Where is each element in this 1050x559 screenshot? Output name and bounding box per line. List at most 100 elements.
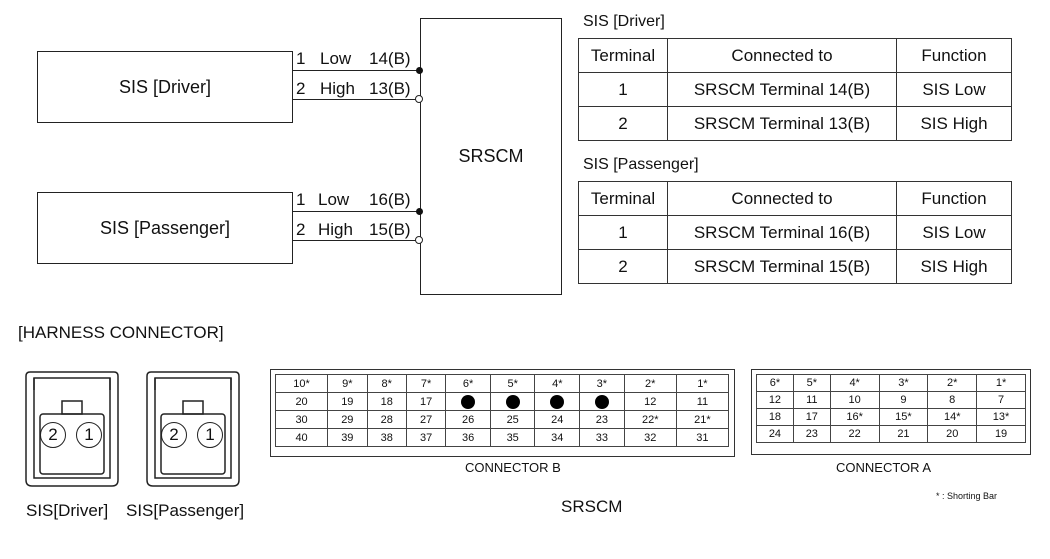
- connector-pin: 2*: [927, 374, 978, 392]
- driver-wire-1-signal: Low: [320, 49, 352, 68]
- cell-connected-to: SRSCM Terminal 15(B): [667, 249, 897, 284]
- connector-pin: 3*: [878, 374, 929, 392]
- table-row: 2 SRSCM Terminal 15(B) SIS High: [578, 249, 1012, 284]
- connector-pin: 11: [792, 391, 831, 409]
- sis-passenger-pin-1: 1: [197, 422, 223, 448]
- connector-pin: 9: [878, 391, 929, 409]
- table-row: 1 SRSCM Terminal 14(B) SIS Low: [578, 72, 1012, 107]
- connector-pin: 7*: [405, 374, 447, 393]
- sis-passenger-pin-2: 2: [161, 422, 187, 448]
- sis-passenger-connector: [146, 371, 240, 487]
- sis-driver-box-label: SIS [Driver]: [118, 76, 211, 97]
- cell-terminal: 1: [578, 72, 668, 107]
- connector-pin: 13*: [976, 408, 1026, 426]
- sis-passenger-box-label: SIS [Passenger]: [99, 217, 231, 238]
- srscm-module-box: SRSCM: [420, 18, 562, 295]
- driver-wire-2: [293, 99, 420, 100]
- connector-pin: 40: [274, 428, 329, 447]
- connector-b-label: CONNECTOR B: [465, 460, 561, 475]
- connector-pin: 19: [327, 392, 368, 411]
- driver-wire-2-signal: High: [320, 79, 355, 98]
- connector-pin: 12: [756, 391, 794, 409]
- connector-pin: 35: [489, 428, 536, 447]
- connector-pin-row: 10*9*8*7*6*5*4*3*2*1*: [274, 374, 730, 393]
- connector-b-frame: [270, 369, 735, 457]
- connector-pin: 18: [756, 408, 794, 426]
- connector-pin: 23: [792, 425, 831, 443]
- connector-pin: 21: [878, 425, 929, 443]
- harness-heading: [HARNESS CONNECTOR]: [18, 323, 224, 342]
- driver-wire-1-num: 1: [296, 49, 306, 68]
- pin-dot-icon: [461, 394, 476, 409]
- driver-wire-2-num: 2: [296, 79, 306, 98]
- connector-pin: 8: [927, 391, 978, 409]
- sis-passenger-box: SIS [Passenger]: [37, 192, 293, 264]
- header-terminal: Terminal: [578, 181, 668, 216]
- passenger-wire-1-terminal: 16(B): [369, 190, 411, 209]
- passenger-wire-1-junction: [416, 208, 423, 215]
- pin-dot-icon: [505, 394, 520, 409]
- sis-driver-connector-label: SIS[Driver]: [26, 501, 109, 520]
- connector-pin: 22*: [623, 410, 677, 429]
- cell-terminal: 1: [578, 215, 668, 250]
- passenger-table-title: SIS [Passenger]: [583, 156, 699, 173]
- connector-pin: 15*: [878, 408, 929, 426]
- table-header-row: Terminal Connected to Function: [578, 38, 1012, 73]
- cell-function: SIS Low: [896, 215, 1012, 250]
- pin-label: 2: [48, 425, 58, 444]
- connector-pin: 8*: [366, 374, 407, 393]
- passenger-wire-2-junction: [415, 236, 423, 244]
- pin-label: 1: [84, 425, 94, 444]
- connector-pin: 5*: [792, 374, 831, 392]
- connector-pin: 30: [274, 410, 329, 429]
- connector-pin: 14*: [927, 408, 978, 426]
- connector-pin: 6*: [445, 374, 491, 393]
- driver-terminal-table: Terminal Connected to Function 1 SRSCM T…: [578, 38, 1012, 141]
- connector-pin: 2*: [623, 374, 677, 393]
- connector-pin: 1*: [976, 374, 1026, 392]
- connector-pin: 26: [445, 410, 491, 429]
- connector-pin: 25: [489, 410, 536, 429]
- passenger-terminal-table: Terminal Connected to Function 1 SRSCM T…: [578, 181, 1012, 284]
- srscm-connector-label: SRSCM: [561, 497, 623, 516]
- connector-pin: 38: [366, 428, 407, 447]
- connector-pin: 4*: [534, 374, 581, 393]
- connector-pin: 21*: [675, 410, 730, 429]
- occupied-pin-marker: [489, 392, 536, 411]
- passenger-wire-1: [293, 211, 420, 212]
- connector-pin: 31: [675, 428, 730, 447]
- connector-pin: 10*: [274, 374, 329, 393]
- connector-pin: 3*: [579, 374, 625, 393]
- passenger-wire-2: [293, 240, 420, 241]
- occupied-pin-marker: [579, 392, 625, 411]
- pin-label: 1: [205, 425, 215, 444]
- passenger-wire-1-signal: Low: [318, 190, 350, 209]
- connector-pin: 7: [976, 391, 1026, 409]
- connector-a-label: CONNECTOR A: [836, 460, 932, 475]
- passenger-wire-1-num: 1: [296, 190, 306, 209]
- table-row: 2 SRSCM Terminal 13(B) SIS High: [578, 106, 1012, 141]
- driver-wire-1-terminal: 14(B): [369, 49, 411, 68]
- connector-pin: 28: [366, 410, 407, 429]
- cell-connected-to: SRSCM Terminal 13(B): [667, 106, 897, 141]
- connector-pin: 9*: [327, 374, 368, 393]
- connector-pin: 1*: [675, 374, 730, 393]
- connector-pin: 16*: [829, 408, 880, 426]
- table-header-row: Terminal Connected to Function: [578, 181, 1012, 216]
- shorting-bar-footnote: * : Shorting Bar: [936, 491, 998, 501]
- sis-driver-connector: [25, 371, 119, 487]
- header-connected-to: Connected to: [667, 181, 897, 216]
- cell-terminal: 2: [578, 249, 668, 284]
- driver-wire-2-junction: [415, 95, 423, 103]
- connector-pin: 11: [675, 392, 730, 411]
- cell-function: SIS Low: [896, 72, 1012, 107]
- connector-pin: 17: [405, 392, 447, 411]
